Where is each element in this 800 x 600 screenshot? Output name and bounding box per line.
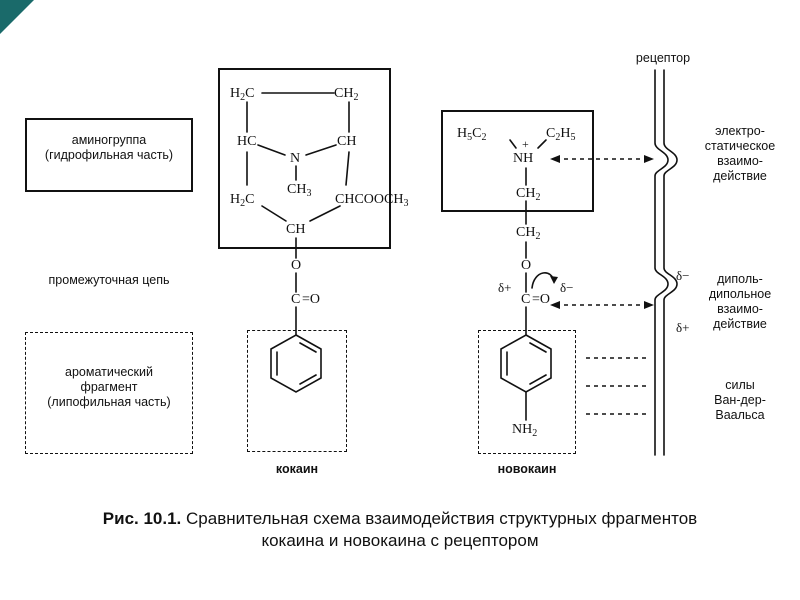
novocaine-benzene-double-1 bbox=[529, 342, 547, 353]
cocaine-ch-bottom: CH bbox=[286, 222, 306, 237]
novocaine-ch2-b: CH2 bbox=[516, 225, 541, 242]
cocaine-benzene-ring bbox=[270, 334, 322, 393]
caption-figure-number: Рис. 10.1. bbox=[102, 509, 182, 528]
vdw-label: силы Ван-дер- Ваальса bbox=[690, 378, 790, 423]
dipole-line-2: дипольное bbox=[708, 287, 772, 301]
aromatic-line-3: (липофильная часть) bbox=[47, 395, 171, 409]
novocaine-h5c2: H5C2 bbox=[457, 126, 487, 143]
cocaine-benzene-double-2 bbox=[299, 374, 317, 385]
aminogroup-line-2: (гидрофильная часть) bbox=[44, 148, 174, 162]
novocaine-delta-curve-arrow bbox=[531, 272, 555, 289]
cocaine-ch2-top: CH2 bbox=[334, 86, 359, 103]
cocaine-amine-box bbox=[218, 68, 391, 249]
cocaine-o: O bbox=[291, 258, 302, 273]
electrostatic-label: электро- статическое взаимо- действие bbox=[690, 124, 790, 184]
novocaine-ring-box bbox=[478, 330, 576, 454]
vdw-line-1-text: силы bbox=[725, 378, 755, 392]
cocaine-h2c-bottom: H2C bbox=[230, 192, 255, 209]
novocaine-delta-plus: δ+ bbox=[498, 280, 512, 295]
vdw-line-2-text: Ван-дер- bbox=[714, 393, 766, 407]
dipole-arrowhead-right bbox=[644, 301, 654, 309]
cocaine-ring-box bbox=[247, 330, 347, 452]
aromatic-label: ароматический фрагмент (липофильная част… bbox=[25, 365, 193, 410]
novocaine-bond-c2h5-n bbox=[537, 139, 547, 149]
aminogroup-box bbox=[25, 118, 193, 192]
aminogroup-line-1: аминогруппа bbox=[71, 133, 147, 147]
cocaine-bond-right-lower bbox=[345, 151, 350, 186]
cocaine-benzene-double-1 bbox=[299, 342, 317, 353]
caption-line-2: кокаина и новокаина с рецептором bbox=[261, 531, 539, 550]
cocaine-h2c-top: H2C bbox=[230, 86, 255, 103]
novocaine-c2h5: C2H5 bbox=[546, 126, 576, 143]
cocaine-c: C bbox=[291, 292, 301, 307]
receptor-delta-minus: δ− bbox=[676, 268, 690, 283]
dipole-line-1: диполь- bbox=[717, 272, 763, 286]
dipole-line-3: взаимо- bbox=[717, 302, 763, 316]
cocaine-eq-o: =O bbox=[302, 292, 321, 307]
cocaine-ch-right: CH bbox=[337, 134, 357, 149]
delta-curve-arrowhead bbox=[550, 276, 558, 284]
novocaine-amine-box bbox=[441, 110, 594, 212]
novocaine-label: новокаин bbox=[497, 462, 557, 476]
cocaine-chcooch3: CHCOOCH3 bbox=[335, 192, 409, 209]
vdw-line-3-text: Ваальса bbox=[715, 408, 765, 422]
novocaine-bond-h5c2-n bbox=[509, 139, 517, 149]
caption-text-1: Сравнительная схема взаимодействия струк… bbox=[181, 509, 698, 528]
novocaine-o: O bbox=[521, 258, 532, 273]
corner-decoration bbox=[0, 0, 34, 34]
cocaine-hc: HC bbox=[237, 134, 257, 149]
novocaine-benzene-double-2 bbox=[529, 374, 547, 385]
novocaine-eq-o: =O bbox=[532, 292, 551, 307]
cocaine-bond-chcoo-ch bbox=[309, 205, 341, 222]
dipole-arrowhead-left bbox=[550, 301, 560, 309]
aromatic-line-1: ароматический bbox=[65, 365, 153, 379]
novocaine-nh: NH bbox=[513, 151, 534, 166]
receptor-delta-plus: δ+ bbox=[676, 320, 690, 335]
cocaine-bond-hc-n bbox=[257, 144, 286, 156]
cocaine-bond-n-ch bbox=[305, 144, 337, 156]
electrostatic-line-1: электро- bbox=[715, 124, 765, 138]
cocaine-ch3: CH3 bbox=[287, 182, 312, 199]
aromatic-box bbox=[25, 332, 193, 454]
electrostatic-line-2: статическое bbox=[704, 139, 776, 153]
novocaine-ch2-a: CH2 bbox=[516, 186, 541, 203]
electrostatic-line-3: взаимо- bbox=[717, 154, 763, 168]
caption-line-1: Рис. 10.1. Сравнительная схема взаимодей… bbox=[0, 508, 800, 530]
chain-label: промежуточная цепь bbox=[48, 273, 170, 287]
electrostatic-arrowhead-right bbox=[644, 155, 654, 163]
novocaine-plus: + bbox=[522, 137, 529, 151]
cocaine-label: кокаин bbox=[275, 462, 319, 476]
dipole-label: диполь- дипольное взаимо- действие bbox=[690, 272, 790, 332]
novocaine-nh2: NH2 bbox=[512, 422, 538, 439]
receptor-label: рецептор bbox=[635, 51, 691, 65]
receptor-wall-left bbox=[654, 69, 669, 456]
aminogroup-label: аминогруппа (гидрофильная часть) bbox=[25, 133, 193, 163]
figure-caption: Рис. 10.1. Сравнительная схема взаимодей… bbox=[0, 508, 800, 552]
electrostatic-arrowhead-left bbox=[550, 155, 560, 163]
novocaine-benzene-ring bbox=[500, 334, 552, 393]
cocaine-n: N bbox=[290, 151, 301, 166]
novocaine-delta-minus: δ− bbox=[560, 280, 574, 295]
cocaine-bond-h2c-ch bbox=[261, 205, 287, 222]
receptor-wall-right bbox=[663, 69, 678, 456]
dipole-line-4: действие bbox=[713, 317, 767, 331]
aromatic-line-2: фрагмент bbox=[80, 380, 138, 394]
novocaine-c: C bbox=[521, 292, 531, 307]
electrostatic-line-4: действие bbox=[713, 169, 767, 183]
